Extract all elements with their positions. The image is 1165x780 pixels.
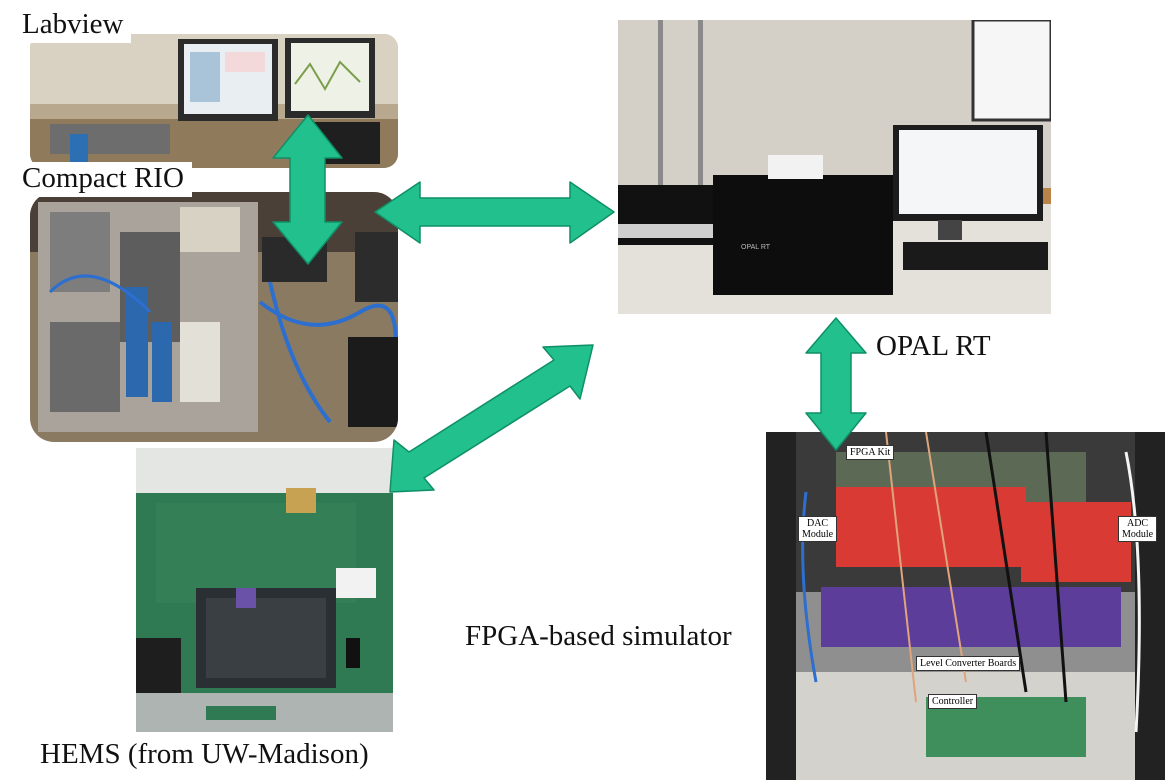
dac-module-tag: DAC Module (798, 516, 838, 542)
labview-label: Labview (14, 8, 132, 43)
level-converter-tag: Level Converter Boards (916, 656, 1021, 671)
double-arrow-icon (805, 317, 867, 451)
opal-rt-label: OPAL RT (876, 330, 991, 362)
double-arrow-icon (389, 344, 594, 493)
opal-box-logo: OPAL RT (741, 244, 771, 251)
fpga-simulator-photo: FPGA Kit DAC Module ADC Module Level Con… (766, 432, 1165, 780)
fpga-kit-tag: FPGA Kit (846, 445, 895, 460)
compact-rio-photo (30, 192, 398, 442)
labview-photo (30, 34, 398, 168)
controller-tag: Controller (928, 694, 978, 709)
hems-label: HEMS (from UW-Madison) (40, 738, 369, 770)
fpga-simulator-label: FPGA-based simulator (465, 620, 732, 652)
arrow-hems-opal (389, 344, 594, 493)
arrow-crio-opal (374, 181, 615, 244)
opal-rt-photo: OPAL RT (618, 20, 1051, 314)
adc-module-tag: ADC Module (1118, 516, 1158, 542)
compact-rio-label: Compact RIO (14, 162, 192, 197)
arrow-opal-fpga (805, 317, 867, 451)
hems-photo (136, 448, 393, 732)
double-arrow-icon (374, 181, 615, 244)
